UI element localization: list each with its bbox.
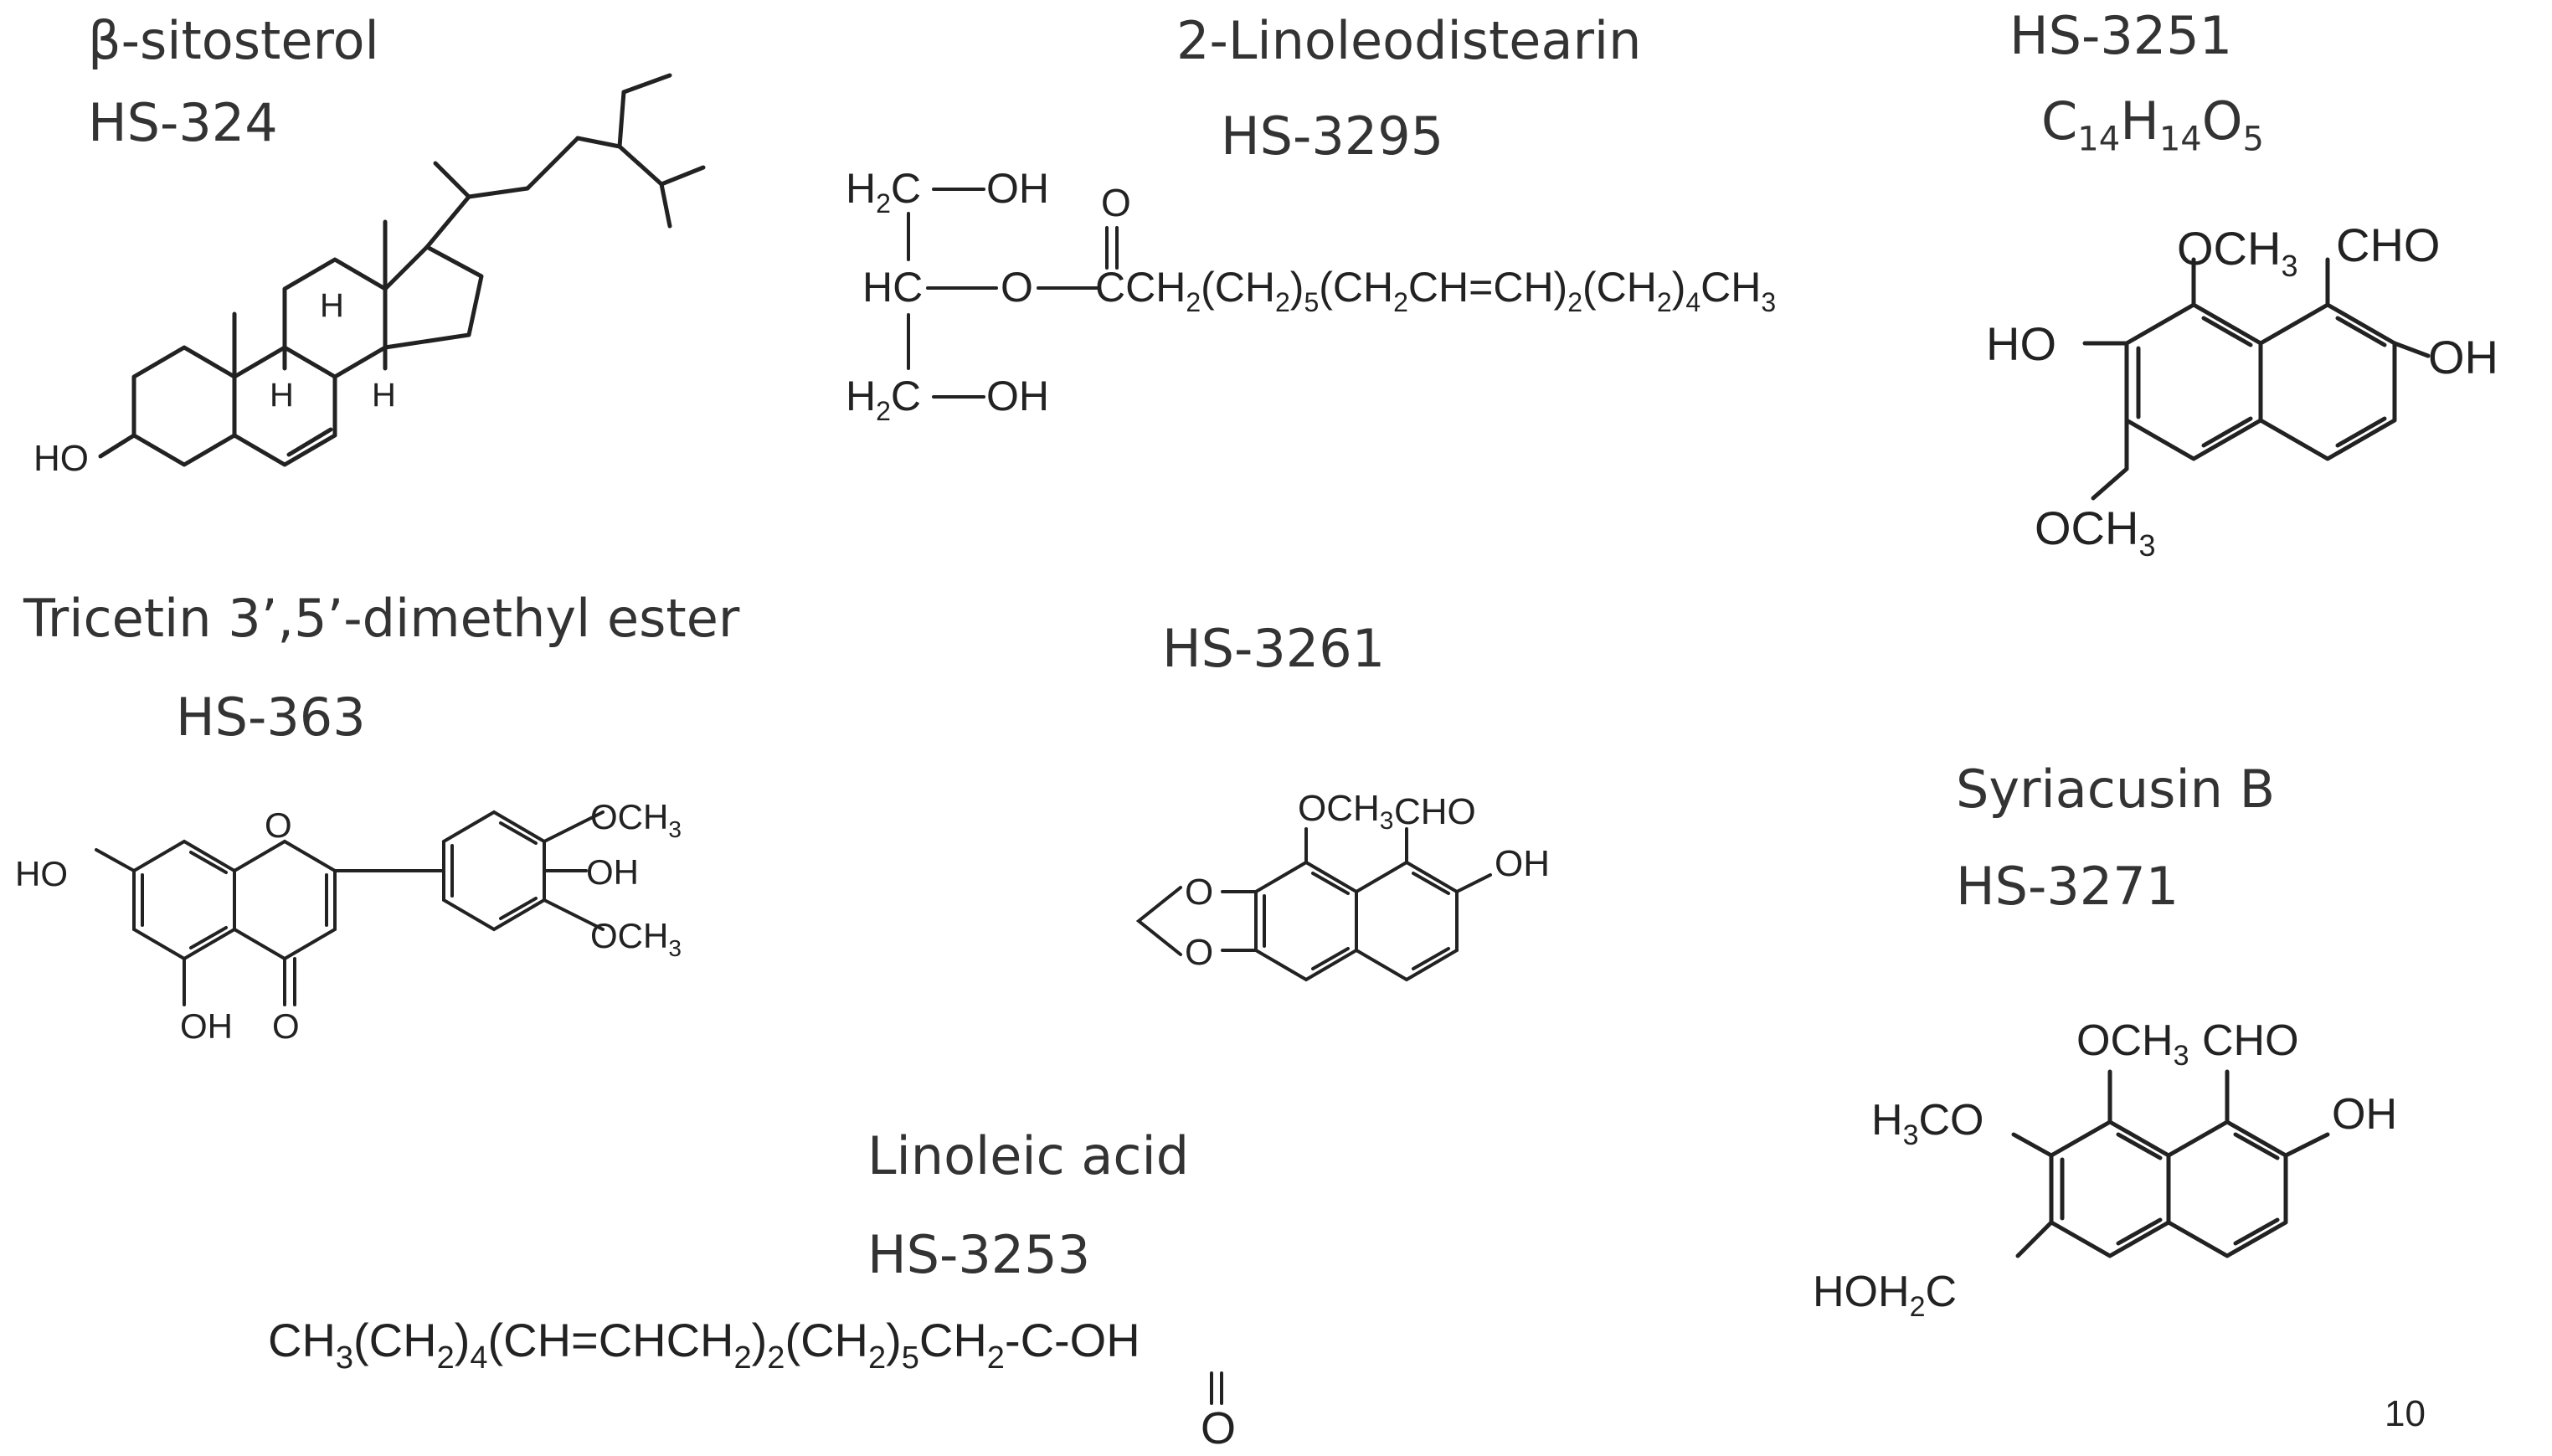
svg-text:H2C: H2C	[846, 373, 921, 426]
atom-h-2: H	[270, 377, 294, 414]
compound-formula-hs-3251: C14H14O5	[2041, 90, 2264, 159]
svg-text:OCH3: OCH3	[2177, 222, 2297, 283]
svg-text:OCH3: OCH3	[2035, 502, 2155, 563]
svg-text:OH: OH	[986, 373, 1049, 419]
page-number: 10	[2385, 1393, 2426, 1434]
svg-text:CHO: CHO	[2202, 1016, 2299, 1065]
svg-text:HC: HC	[862, 264, 923, 311]
compound-name-tricetin: Tricetin 3’,5’-dimethyl ester	[23, 588, 740, 649]
svg-text:CHO: CHO	[2336, 219, 2440, 271]
svg-text:OCH3: OCH3	[590, 797, 682, 842]
svg-text:OCH3: OCH3	[590, 916, 682, 961]
svg-text:H3CO: H3CO	[1871, 1096, 1983, 1151]
svg-text:HOH2C: HOH2C	[1813, 1268, 1957, 1323]
structure-tricetin: HO O OH O OCH3 OH OCH3	[15, 797, 682, 1046]
svg-text:OH: OH	[1495, 843, 1550, 884]
svg-text:O: O	[265, 805, 292, 845]
svg-text:O: O	[272, 1006, 300, 1046]
structure-2-linoleodistearin: H2C OH HC O O CCH2(CH2)5(CH2CH=CH)2(CH2)…	[846, 165, 1776, 426]
svg-text:CHO: CHO	[1394, 791, 1476, 832]
compound-code-hs-324: HS-324	[88, 92, 278, 153]
svg-text:HO: HO	[1986, 317, 2056, 370]
atom-h-1: H	[320, 287, 344, 324]
svg-text:OH: OH	[2428, 331, 2498, 383]
compound-name-2-linoleodistearin: 2-Linoleodistearin	[1176, 10, 1642, 71]
svg-text:HO: HO	[15, 854, 68, 893]
compound-code-hs-3261: HS-3261	[1162, 618, 1386, 679]
svg-text:O: O	[1185, 872, 1213, 913]
svg-text:H2C: H2C	[846, 165, 921, 219]
svg-text:OH: OH	[986, 165, 1049, 212]
structure-beta-sitosterol: HO H H H	[33, 73, 706, 479]
svg-text:OH: OH	[2332, 1090, 2397, 1139]
compound-code-hs-3253: HS-3253	[867, 1224, 1091, 1285]
structure-hs-3251: OCH3 CHO HO OH OCH3	[1986, 219, 2498, 563]
svg-text:OH: OH	[180, 1006, 233, 1046]
compound-name-syriacusin-b: Syriacusin B	[1956, 759, 2276, 820]
svg-text:O: O	[1201, 1403, 1236, 1448]
svg-text:OH: OH	[586, 852, 639, 892]
compound-code-hs-363: HS-363	[176, 687, 366, 748]
compound-code-hs-3271: HS-3271	[1956, 856, 2179, 917]
compound-name-linoleic-acid: Linoleic acid	[867, 1125, 1190, 1186]
structure-syriacusin-b: OCH3 CHO H3CO OH HOH2C	[1813, 1016, 2397, 1323]
compound-name-beta-sitosterol: β-sitosterol	[88, 10, 379, 71]
svg-text:OCH3: OCH3	[2076, 1016, 2189, 1072]
svg-text:O: O	[1001, 264, 1033, 311]
atom-h-3: H	[372, 377, 396, 414]
atom-ho: HO	[33, 438, 89, 479]
compound-code-hs-3295: HS-3295	[1221, 105, 1444, 167]
svg-text:CH3(CH2)4(CH=CHCH2)2(CH2)5CH2-: CH3(CH2)4(CH=CHCH2)2(CH2)5CH2-C-OH	[268, 1314, 1140, 1376]
structure-linoleic-acid: CH3(CH2)4(CH=CHCH2)2(CH2)5CH2-C-OH O	[268, 1314, 1236, 1448]
svg-text:CCH2(CH2)5(CH2CH=CH)2(CH2)4CH3: CCH2(CH2)5(CH2CH=CH)2(CH2)4CH3	[1095, 264, 1776, 317]
svg-text:O: O	[1101, 181, 1131, 224]
svg-text:OCH3: OCH3	[1298, 788, 1393, 835]
compound-code-hs-3251: HS-3251	[2009, 5, 2233, 66]
structure-hs-3261: O O OCH3 CHO OH	[1135, 788, 1550, 982]
svg-text:O: O	[1185, 932, 1213, 973]
